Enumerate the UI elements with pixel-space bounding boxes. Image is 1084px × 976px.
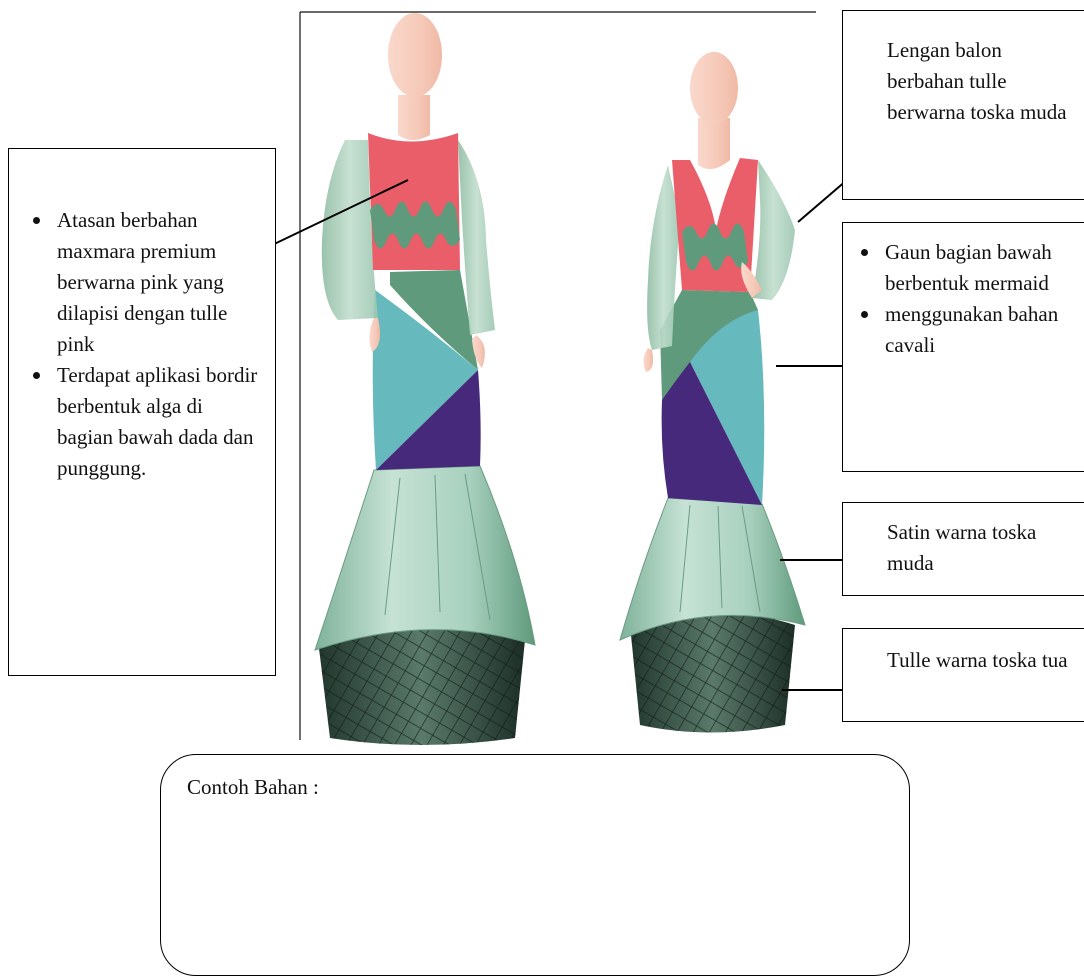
front-satin-flounce bbox=[315, 466, 535, 650]
back-embroidery bbox=[682, 223, 748, 270]
satin-description-box: Satin warna toska muda bbox=[842, 502, 1084, 596]
back-right-sleeve bbox=[752, 160, 795, 300]
satin-description-text: Satin warna toska muda bbox=[887, 517, 1074, 579]
material-sample-label: Contoh Bahan : bbox=[187, 775, 319, 799]
sleeve-description-box: Lengan balon berbahan tulle berwarna tos… bbox=[842, 10, 1084, 200]
gown-description-box: Gaun bagian bawah berbentuk mermaid meng… bbox=[842, 222, 1084, 472]
front-view-figure bbox=[315, 13, 535, 745]
bodice-description-item: Terdapat aplikasi bordir berbentuk alga … bbox=[27, 360, 259, 484]
sleeve-description-text: Lengan balon berbahan tulle berwarna tos… bbox=[887, 35, 1074, 128]
gown-description-item: Gaun bagian bawah berbentuk mermaid bbox=[855, 237, 1076, 299]
gown-description-list: Gaun bagian bawah berbentuk mermaid meng… bbox=[855, 237, 1076, 361]
bodice-description-item: Atasan berbahan maxmara premium berwarna… bbox=[27, 205, 259, 360]
bodice-description-box: Atasan berbahan maxmara premium berwarna… bbox=[8, 148, 276, 676]
tulle-description-box: Tulle warna toska tua bbox=[842, 628, 1084, 722]
front-bodice bbox=[368, 133, 460, 270]
bodice-description-list: Atasan berbahan maxmara premium berwarna… bbox=[27, 205, 259, 484]
front-head bbox=[388, 13, 442, 97]
back-head bbox=[690, 52, 738, 124]
tulle-description-text: Tulle warna toska tua bbox=[887, 645, 1074, 676]
material-sample-box: Contoh Bahan : bbox=[160, 754, 910, 976]
back-view-figure bbox=[620, 52, 805, 733]
gown-description-item: menggunakan bahan cavali bbox=[855, 299, 1076, 361]
